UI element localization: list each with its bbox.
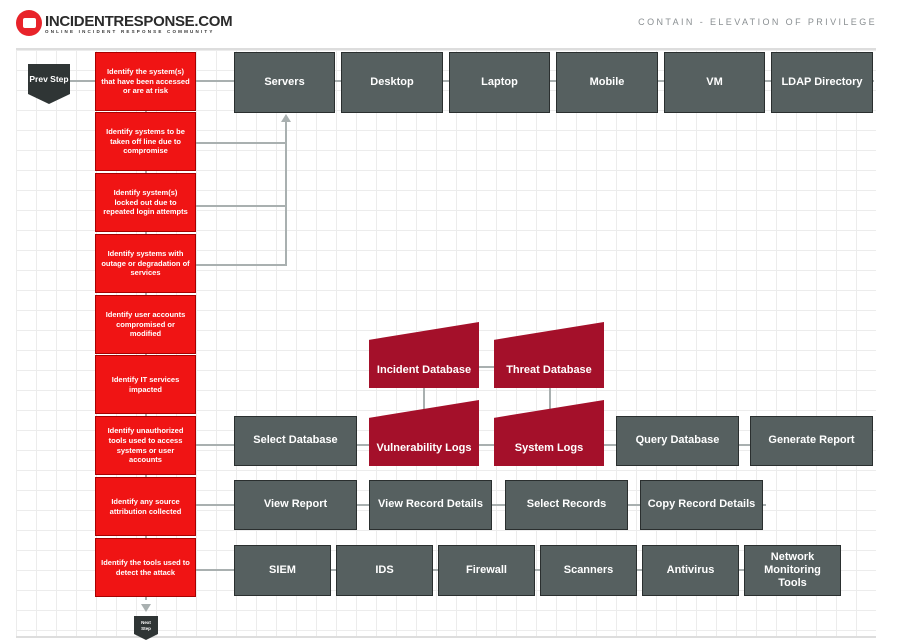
tool-ids[interactable]: IDS [336,545,433,596]
select-database-button[interactable]: Select Database [234,416,357,466]
view-record-details-button[interactable]: View Record Details [369,480,492,530]
view-report-button[interactable]: View Report [234,480,357,530]
tool-network-monitoring[interactable]: Network Monitoring Tools [744,545,841,596]
step-box[interactable]: Identify system(s) locked out due to rep… [95,173,196,232]
connector [234,80,874,82]
step-box[interactable]: Identify the tools used to detect the at… [95,538,196,597]
logo-icon [16,10,42,36]
tool-firewall[interactable]: Firewall [438,545,535,596]
step-box[interactable]: Identify user accounts compromised or mo… [95,295,196,354]
system-servers[interactable]: Servers [234,52,335,113]
connector [285,120,287,266]
system-mobile[interactable]: Mobile [556,52,658,113]
copy-record-details-button[interactable]: Copy Record Details [640,480,763,530]
generate-report-button[interactable]: Generate Report [750,416,873,466]
step-box[interactable]: Identify any source attribution collecte… [95,477,196,536]
connector [479,366,494,368]
logo: INCIDENTRESPONSE.COM ONLINE INCIDENT RES… [16,10,233,36]
tool-siem[interactable]: SIEM [234,545,331,596]
next-step-button[interactable]: Next Step [134,616,158,640]
step-box[interactable]: Identify IT services impacted [95,355,196,414]
connector [196,80,234,82]
system-vm[interactable]: VM [664,52,765,113]
connector [60,80,95,82]
tool-scanners[interactable]: Scanners [540,545,637,596]
arrow-up-icon [281,114,291,122]
connector [423,385,425,410]
step-box[interactable]: Identify systems with outage or degradat… [95,234,196,293]
step-box[interactable]: Identify the system(s) that have been ac… [95,52,196,111]
step-box[interactable]: Identify systems to be taken off line du… [95,112,196,171]
select-records-button[interactable]: Select Records [505,480,628,530]
query-database-button[interactable]: Query Database [616,416,739,466]
step-box[interactable]: Identify unauthorized tools used to acce… [95,416,196,475]
arrow-down-icon [141,604,151,612]
system-laptop[interactable]: Laptop [449,52,550,113]
connector [549,385,551,410]
page-title: CONTAIN - ELEVATION OF PRIVILEGE [638,17,877,27]
logo-title: INCIDENTRESPONSE.COM [45,12,233,30]
tool-antivirus[interactable]: Antivirus [642,545,739,596]
logo-subtitle: ONLINE INCIDENT RESPONSE COMMUNITY [45,28,215,34]
system-desktop[interactable]: Desktop [341,52,443,113]
connector [196,205,287,207]
connector [196,264,287,266]
system-ldap[interactable]: LDAP Directory [771,52,873,113]
connector [196,142,287,144]
